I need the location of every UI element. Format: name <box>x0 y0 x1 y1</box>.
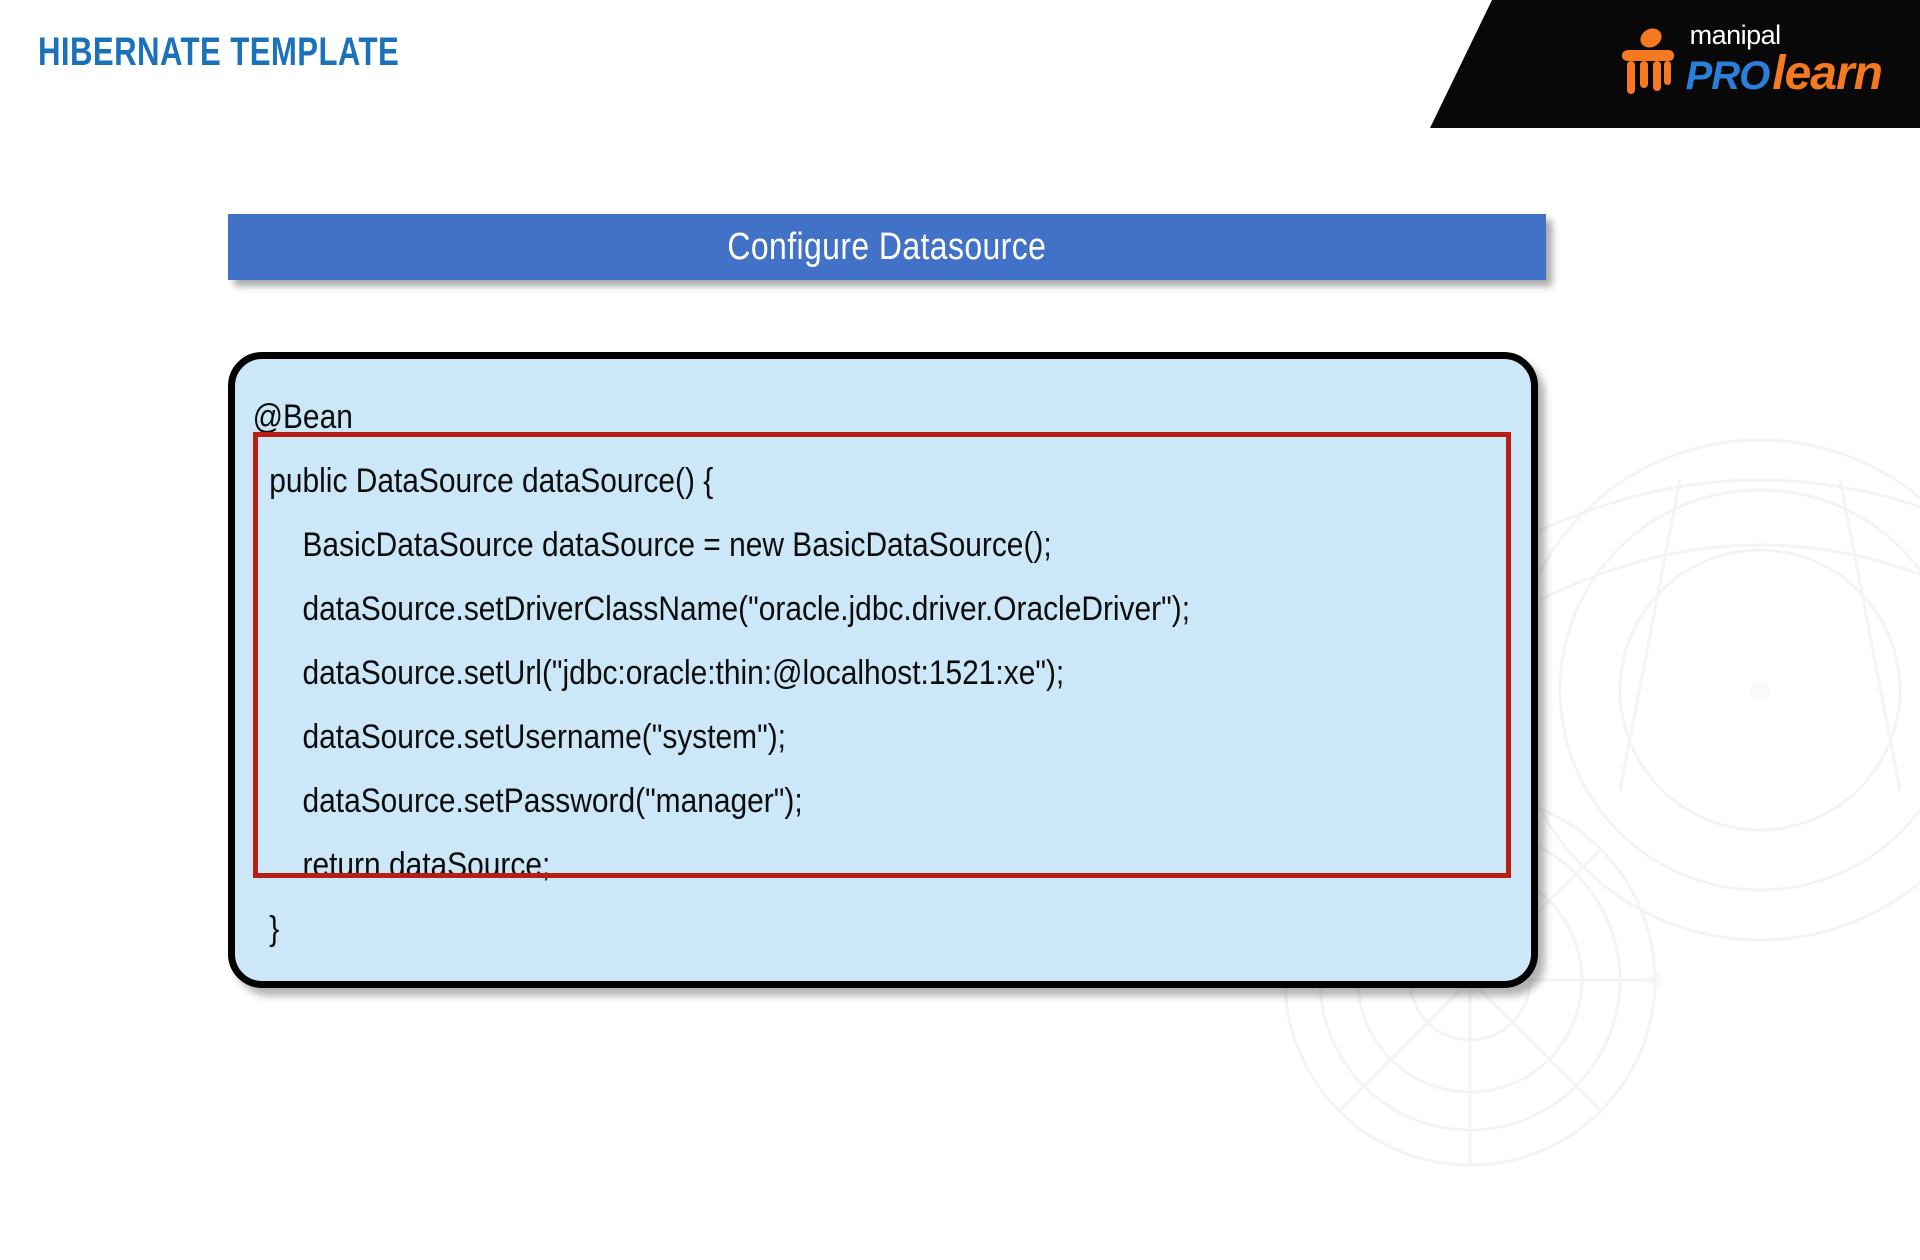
code-line: } <box>252 910 280 948</box>
logo-pro-text: PRO <box>1685 54 1771 98</box>
code-line: @Bean <box>252 398 353 436</box>
manipal-prolearn-logo: manipal PRO learn <box>1618 20 1883 100</box>
code-line: dataSource.setPassword("manager"); <box>252 782 803 820</box>
section-header-label: Configure Datasource <box>727 225 1047 268</box>
logo-wordmark: manipal PRO learn <box>1685 20 1883 100</box>
code-block: @Bean public DataSource dataSource() { B… <box>235 385 1531 961</box>
logo-prolearn-text: PRO learn <box>1685 47 1883 100</box>
manipal-prolearn-figure-icon <box>1618 26 1676 98</box>
code-line: dataSource.setUsername("system"); <box>252 718 786 756</box>
brand-banner: manipal PRO learn <box>1430 0 1920 128</box>
code-line: BasicDataSource dataSource = new BasicDa… <box>252 526 1052 564</box>
logo-manipal-text: manipal <box>1689 20 1782 50</box>
code-line: dataSource.setDriverClassName("oracle.jd… <box>252 590 1191 628</box>
code-card: @Bean public DataSource dataSource() { B… <box>228 352 1538 988</box>
code-line: return dataSource; <box>252 846 551 884</box>
code-line: public DataSource dataSource() { <box>252 462 714 500</box>
logo-learn-text: learn <box>1772 47 1883 100</box>
code-line: dataSource.setUrl("jdbc:oracle:thin:@loc… <box>252 654 1065 692</box>
page-title: HIBERNATE TEMPLATE <box>38 30 400 74</box>
section-header-bar: Configure Datasource <box>228 214 1546 280</box>
